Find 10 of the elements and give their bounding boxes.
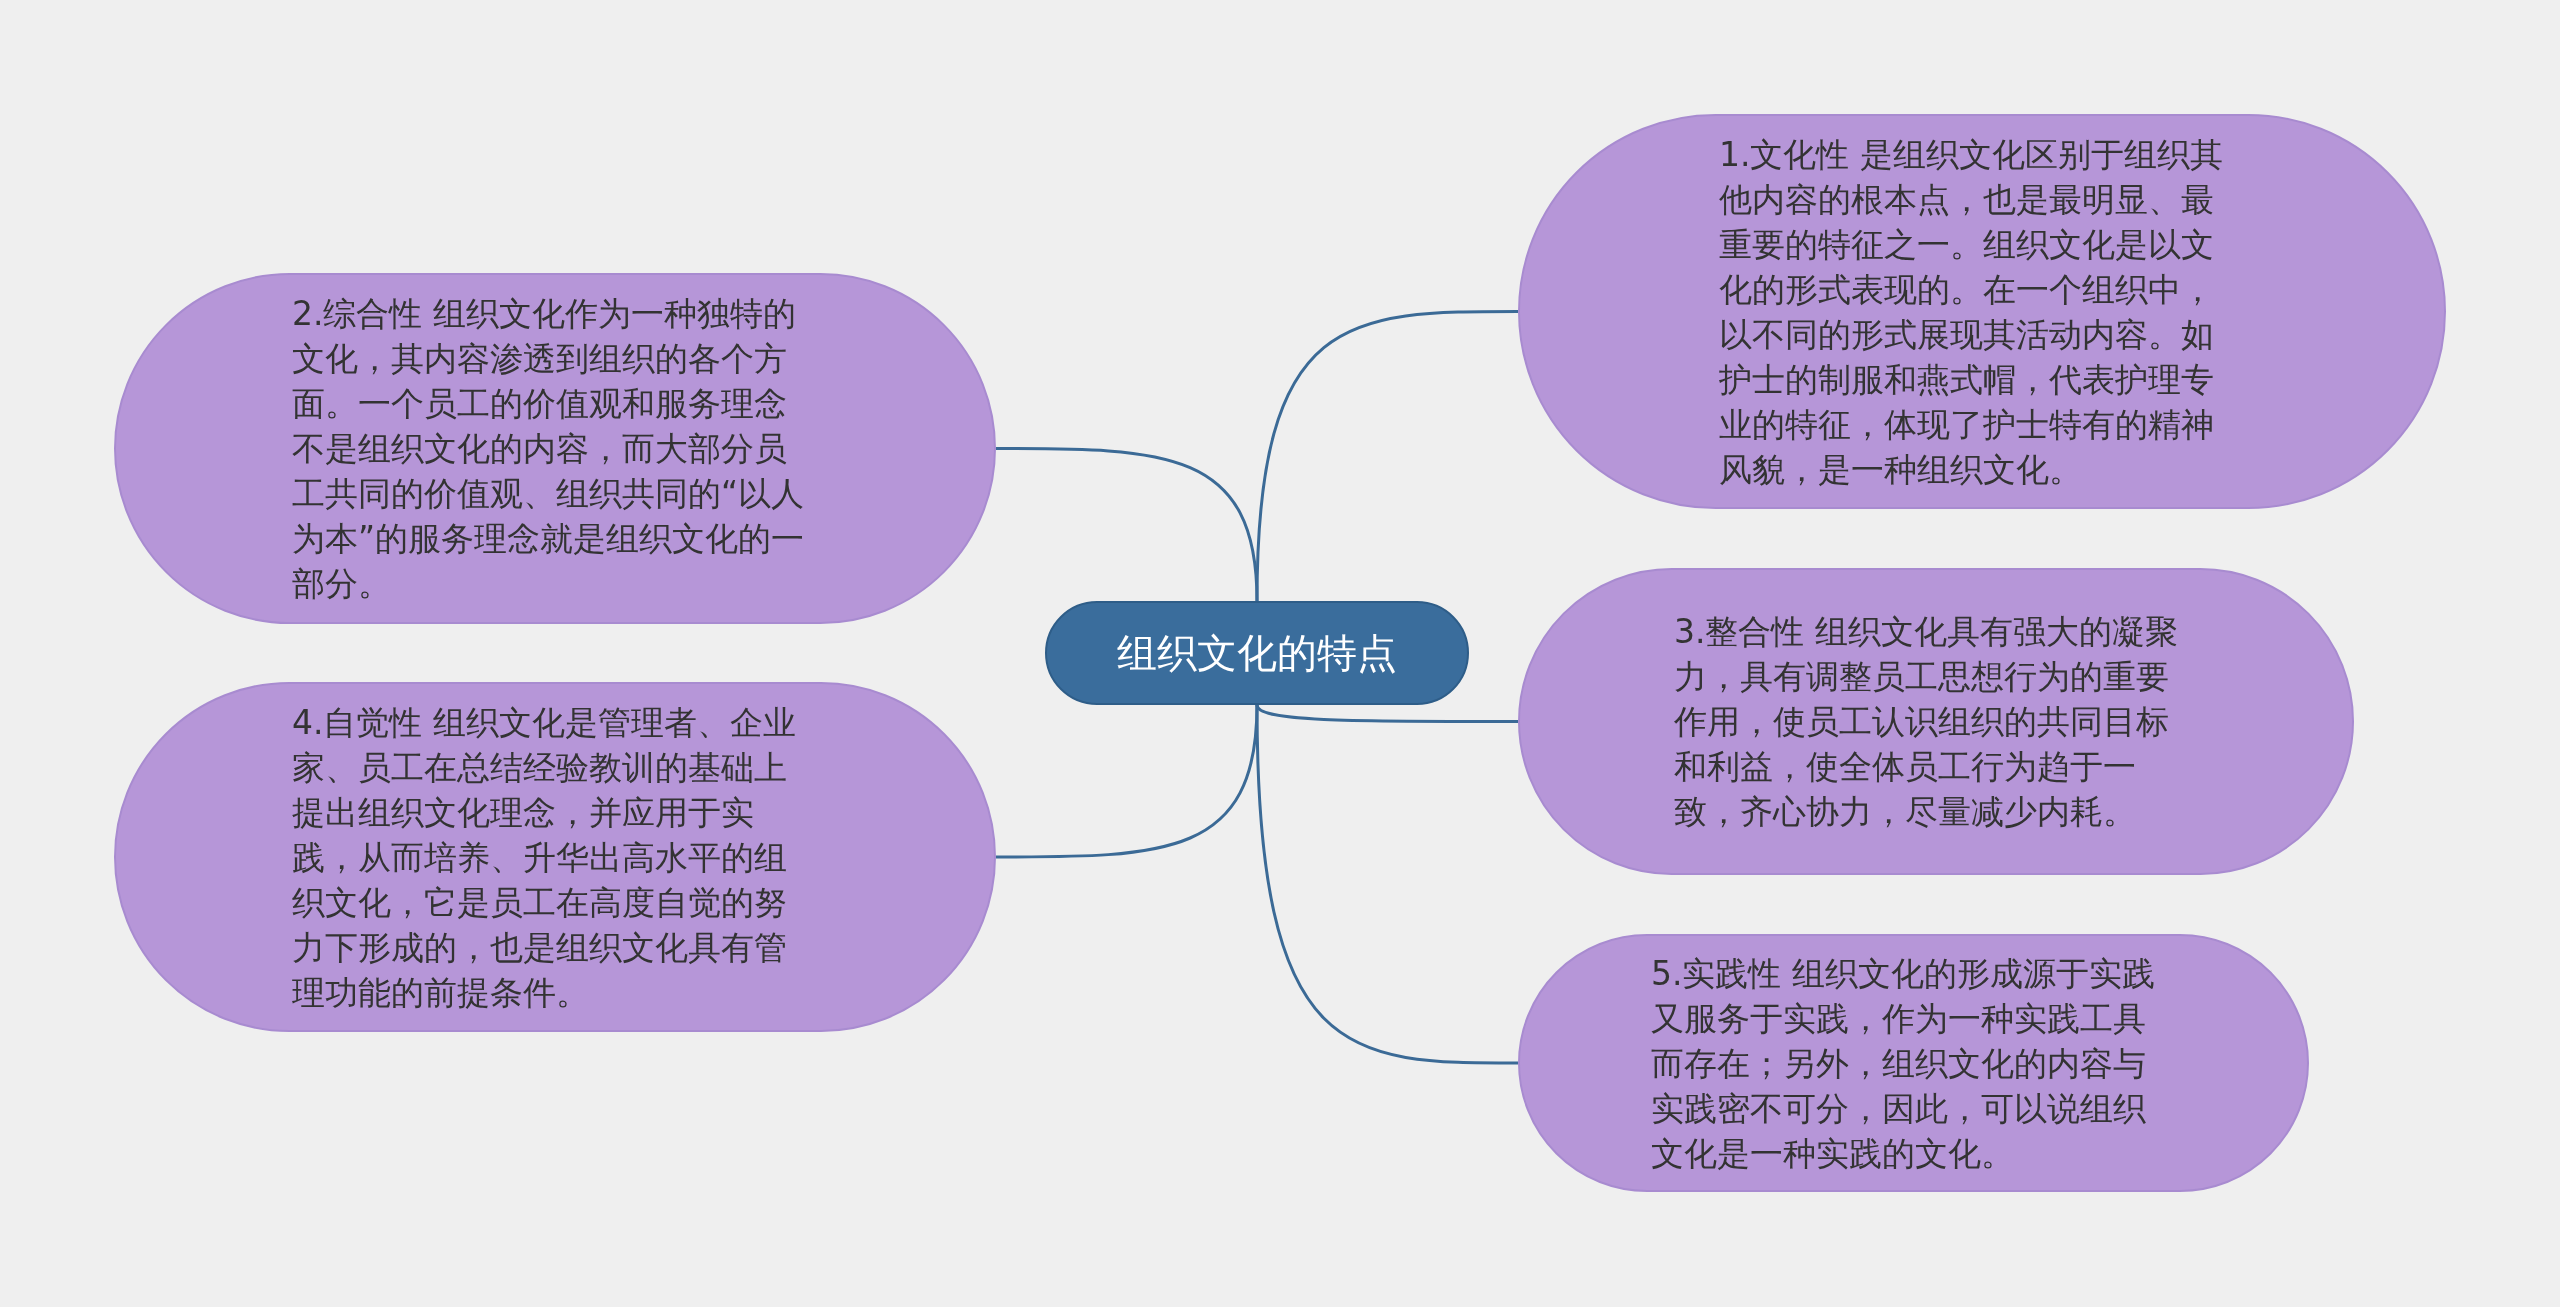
topic-title: 组织文化的特点 [1117,629,1397,678]
topic-text: 2.综合性 组织文化作为一种独特的文化，其内容渗透到组织的各个方面。一个员工的价值观和服务理念不是组织文化的内容，而大部分员工共同的价值观、组织共同的“以人为本”的服务理念就是组织文化的一部分。 [292,293,806,605]
topic-text: 3.整合性 组织文化具有强大的凝聚力，具有调整员工思想行为的重要作用，使员工认识组织的共同目标和利益，使全体员工行为趋于一致，齐心协力，尽量减少内耗。 [1674,611,2179,833]
topic-text: 5.实践性 组织文化的形成源于实践又服务于实践，作为一种实践工具而存在；另外，组织文化的内容与实践密不可分，因此，可以说组织文化是一种实践的文化。 [1651,952,2156,1175]
topic-text: 4.自觉性 组织文化是管理者、企业家、员工在总结经验教训的基础上提出组织文化理念，并应用于实践，从而培养、升华出高水平的组织文化，它是员工在高度自觉的努力下形成的，也是组织文化具有管理功能的前提条件。 [292,701,797,1014]
connector-line [996,447,1259,602]
connector-line [1255,310,1518,602]
connector-line [1255,704,1518,1065]
topic-text: 1.文化性 是组织文化区别于组织其他内容的根本点，也是最明显、最重要的特征之一。组织文化是以文化的形式表现的。在一个组织中，以不同的形式展现其活动内容。如护士的制服和燕式帽，代表护理专业的特征，体现了护士特有的精神风貌，是一种组织文化。 [1719,133,2224,491]
connector-line [996,704,1259,859]
